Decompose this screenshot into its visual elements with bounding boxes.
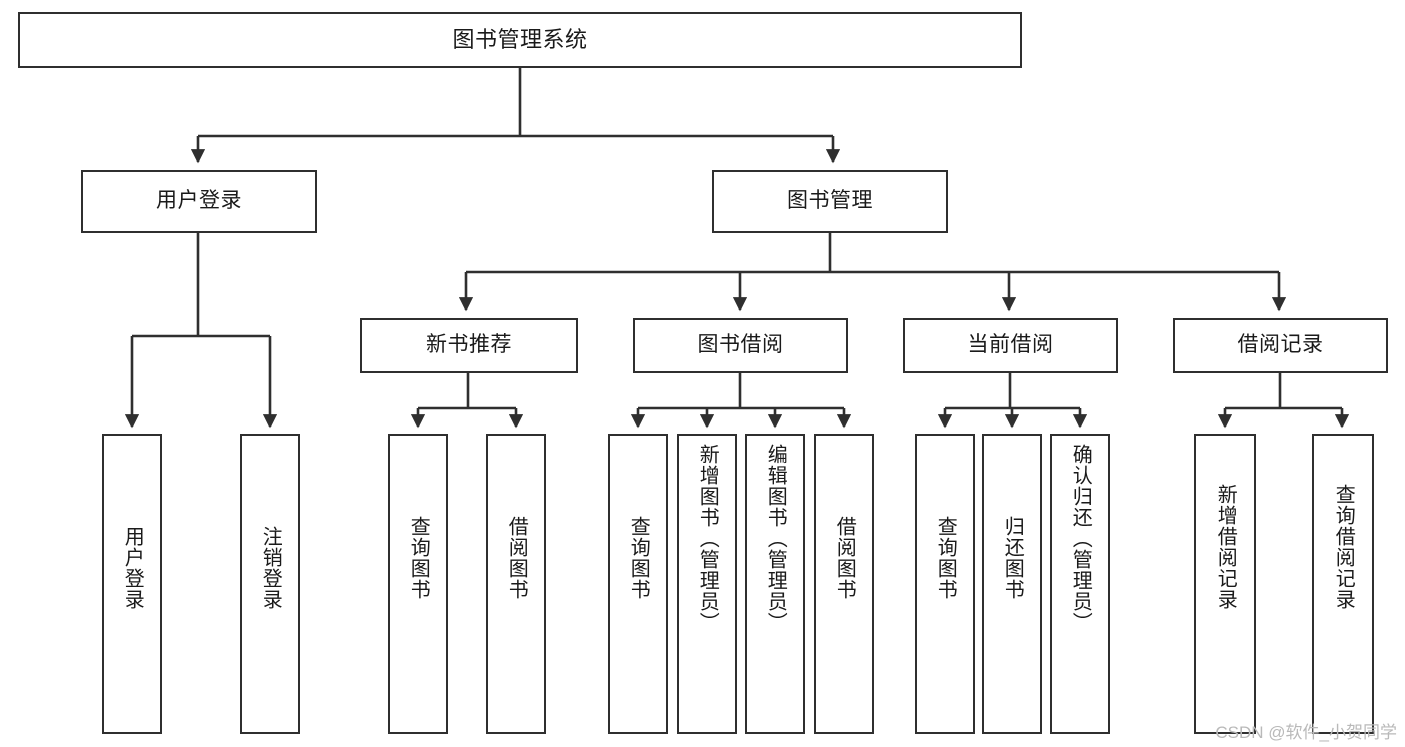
edges-root-to-level2 xyxy=(190,68,841,164)
node-label: 借阅图书 xyxy=(505,516,528,600)
node-label: 当前借阅 xyxy=(967,333,1054,357)
leaf-node-add-book[interactable]: 新增图书（管理员） xyxy=(677,434,737,734)
node-label: 新书推荐 xyxy=(426,333,512,357)
node-label: 新增借阅记录 xyxy=(1214,484,1237,610)
leaf-node-borrow-book[interactable]: 借阅图书 xyxy=(814,434,874,734)
node-label: 查询图书 xyxy=(934,516,957,600)
node-label: 图书管理 xyxy=(787,189,873,213)
node-label: 查询图书 xyxy=(407,516,430,600)
leaf-node-query-book-recommend[interactable]: 查询图书 xyxy=(388,434,448,734)
leaf-node-return-book[interactable]: 归还图书 xyxy=(982,434,1042,734)
node-label: 编辑图书（管理员） xyxy=(764,444,787,633)
leaf-node-user-login[interactable]: 用户登录 xyxy=(102,434,162,734)
node-book-borrow[interactable]: 图书借阅 xyxy=(633,318,848,373)
node-label: 注销登录 xyxy=(259,526,282,610)
node-label: 查询图书 xyxy=(627,516,650,600)
leaf-node-query-borrow-record[interactable]: 查询借阅记录 xyxy=(1312,434,1374,734)
leaf-node-query-book-current[interactable]: 查询图书 xyxy=(915,434,975,734)
node-label: 归还图书 xyxy=(1001,516,1024,600)
node-label: 图书借阅 xyxy=(697,333,784,357)
node-label: 用户登录 xyxy=(156,189,242,213)
leaf-node-edit-book[interactable]: 编辑图书（管理员） xyxy=(745,434,805,734)
node-label: 确认归还（管理员） xyxy=(1069,444,1092,633)
leaf-node-logout[interactable]: 注销登录 xyxy=(240,434,300,734)
edges-userlogin-to-leaves xyxy=(124,233,278,429)
node-borrow-record[interactable]: 借阅记录 xyxy=(1173,318,1388,373)
node-label: 借阅记录 xyxy=(1237,333,1324,357)
edges-borrowrecord-to-leaves xyxy=(1217,373,1350,429)
edges-currentborrow-to-leaves xyxy=(937,373,1088,429)
node-new-book-recommend[interactable]: 新书推荐 xyxy=(360,318,578,373)
leaf-node-query-book-borrow[interactable]: 查询图书 xyxy=(608,434,668,734)
node-label: 借阅图书 xyxy=(833,516,856,600)
node-label: 查询借阅记录 xyxy=(1332,484,1355,610)
leaf-node-confirm-return[interactable]: 确认归还（管理员） xyxy=(1050,434,1110,734)
node-label: 图书管理系统 xyxy=(452,27,588,53)
node-book-management-system[interactable]: 图书管理系统 xyxy=(18,12,1022,68)
node-book-management[interactable]: 图书管理 xyxy=(712,170,948,233)
node-user-login[interactable]: 用户登录 xyxy=(81,170,317,233)
leaf-node-add-borrow-record[interactable]: 新增借阅记录 xyxy=(1194,434,1256,734)
edges-bookborrow-to-leaves xyxy=(630,373,852,429)
node-label: 新增图书（管理员） xyxy=(696,444,719,633)
node-current-borrow[interactable]: 当前借阅 xyxy=(903,318,1118,373)
leaf-node-borrow-book-recommend[interactable]: 借阅图书 xyxy=(486,434,546,734)
edges-newbook-to-leaves xyxy=(410,373,524,429)
edges-bookmgmt-to-level3 xyxy=(458,233,1287,312)
node-label: 用户登录 xyxy=(121,526,144,610)
watermark-text: CSDN @软件_小贺同学 xyxy=(1215,723,1397,742)
